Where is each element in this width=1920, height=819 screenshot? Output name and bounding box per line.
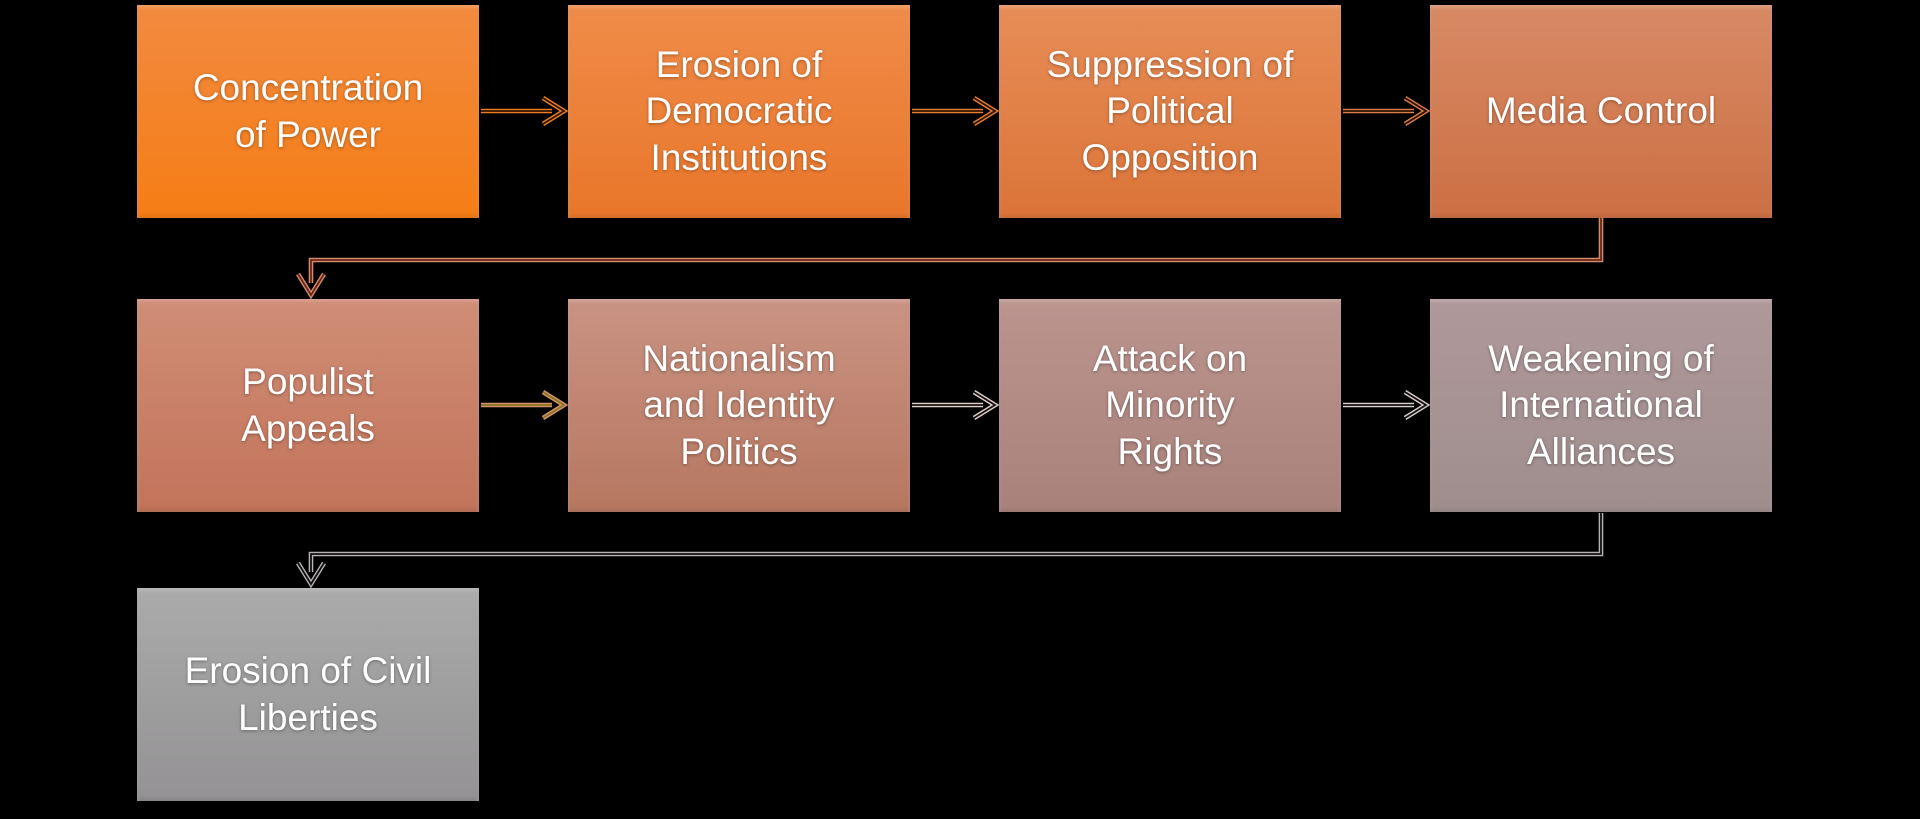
node-populist-appeals: Populist Appeals (137, 299, 479, 512)
arrow-weakening-to-civil-liberties (296, 513, 1604, 589)
node-label: Populist Appeals (241, 360, 375, 449)
node-erosion-of-democratic-institutions: Erosion of Democratic Institutions (568, 5, 910, 218)
node-label: Erosion of Civil Liberties (184, 649, 432, 738)
arrow-concentration-to-erosion (481, 96, 569, 126)
node-label: Erosion of Democratic Institutions (645, 43, 833, 178)
node-label: Weakening of International Alliances (1488, 337, 1714, 472)
arrow-attack-to-weakening (1343, 390, 1431, 420)
node-label: Attack on Minority Rights (1092, 337, 1248, 472)
node-label: Nationalism and Identity Politics (642, 337, 836, 472)
arrow-nationalism-to-attack (912, 390, 1000, 420)
node-erosion-of-civil-liberties: Erosion of Civil Liberties (137, 588, 479, 801)
arrow-erosion-to-suppression (912, 96, 1000, 126)
node-suppression-of-political-opposition: Suppression of Political Opposition (999, 5, 1341, 218)
node-media-control: Media Control (1430, 5, 1772, 218)
node-attack-on-minority-rights: Attack on Minority Rights (999, 299, 1341, 512)
node-concentration-of-power: Concentration of Power (137, 5, 479, 218)
node-label: Concentration of Power (192, 66, 424, 155)
node-weakening-of-international-alliances: Weakening of International Alliances (1430, 299, 1772, 512)
arrow-populist-to-nationalism (481, 390, 569, 420)
arrow-suppression-to-media-control (1343, 96, 1431, 126)
node-nationalism-and-identity-politics: Nationalism and Identity Politics (568, 299, 910, 512)
node-label: Media Control (1485, 90, 1717, 132)
node-label: Suppression of Political Opposition (1046, 43, 1294, 178)
arrow-media-control-to-populist-appeals (296, 218, 1604, 300)
